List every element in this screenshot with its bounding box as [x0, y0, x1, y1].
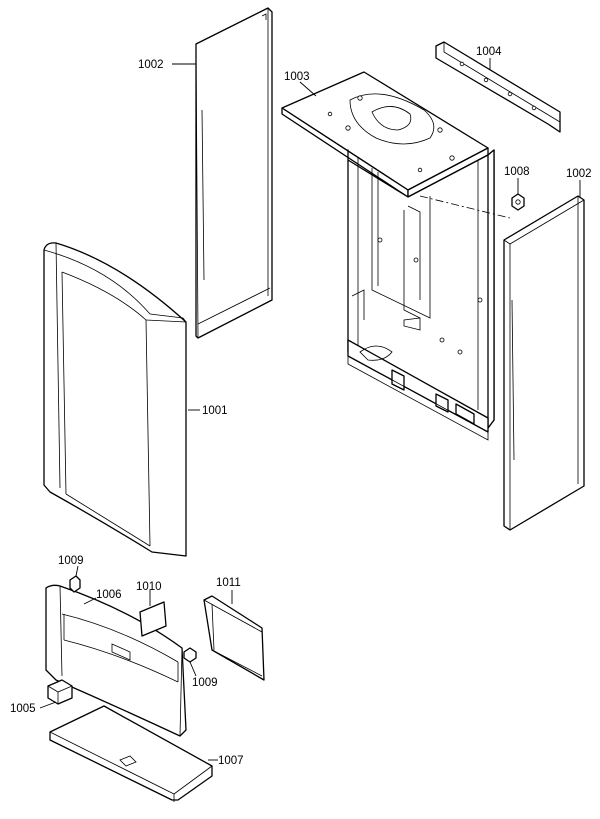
label-plate — [139, 601, 167, 637]
front-cover — [43, 242, 187, 557]
bottom-flap — [49, 705, 213, 802]
label-1007: 1007 — [218, 755, 244, 767]
side-panel-right — [503, 195, 585, 531]
label-1003: 1003 — [284, 71, 310, 83]
label-1006: 1006 — [96, 589, 122, 601]
label-1009-top: 1009 — [58, 555, 84, 567]
lower-cover — [45, 584, 187, 737]
label-1002-right: 1002 — [566, 168, 592, 180]
label-1004: 1004 — [476, 46, 502, 58]
label-1002-left: 1002 — [138, 59, 164, 71]
label-1011: 1011 — [216, 577, 241, 589]
bottom-clip — [47, 679, 73, 705]
label-1010: 1010 — [136, 581, 162, 593]
clip-upper — [69, 575, 81, 593]
fixing-screw — [511, 193, 525, 211]
mounting-plate — [203, 595, 265, 681]
leader-lines — [39, 58, 581, 761]
label-1005: 1005 — [10, 703, 36, 715]
chassis-frame — [281, 71, 495, 441]
label-1008: 1008 — [504, 166, 530, 178]
top-bracket — [435, 41, 561, 133]
label-1001: 1001 — [202, 405, 228, 417]
side-panel-left — [195, 7, 273, 339]
label-1009-bottom: 1009 — [192, 677, 218, 689]
clip-lower — [183, 647, 197, 663]
